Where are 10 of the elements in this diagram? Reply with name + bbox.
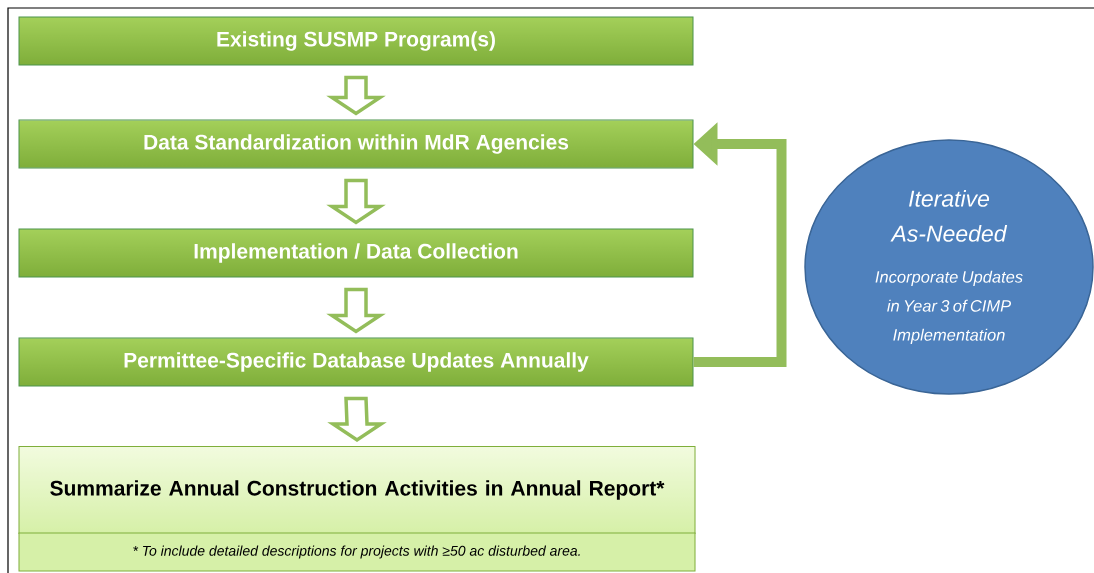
block-arrow	[326, 178, 386, 225]
process-bar: Implementation / Data Collection	[18, 228, 694, 278]
block-arrow	[327, 396, 387, 443]
process-bar: Permittee-Specific Database Updates Annually	[18, 337, 694, 387]
process-bar: Existing SUSMP Program(s)	[18, 16, 694, 66]
block-arrow	[326, 287, 386, 334]
process-bar: Data Standardization within MdR Agencies	[18, 119, 694, 169]
block-arrow	[326, 75, 386, 116]
footnote-box: * To include detailed descriptions for projects with ≥50 ac disturbed area.	[18, 532, 696, 572]
report-box: Summarize Annual Construction Activities in Annual Report*	[18, 446, 696, 534]
